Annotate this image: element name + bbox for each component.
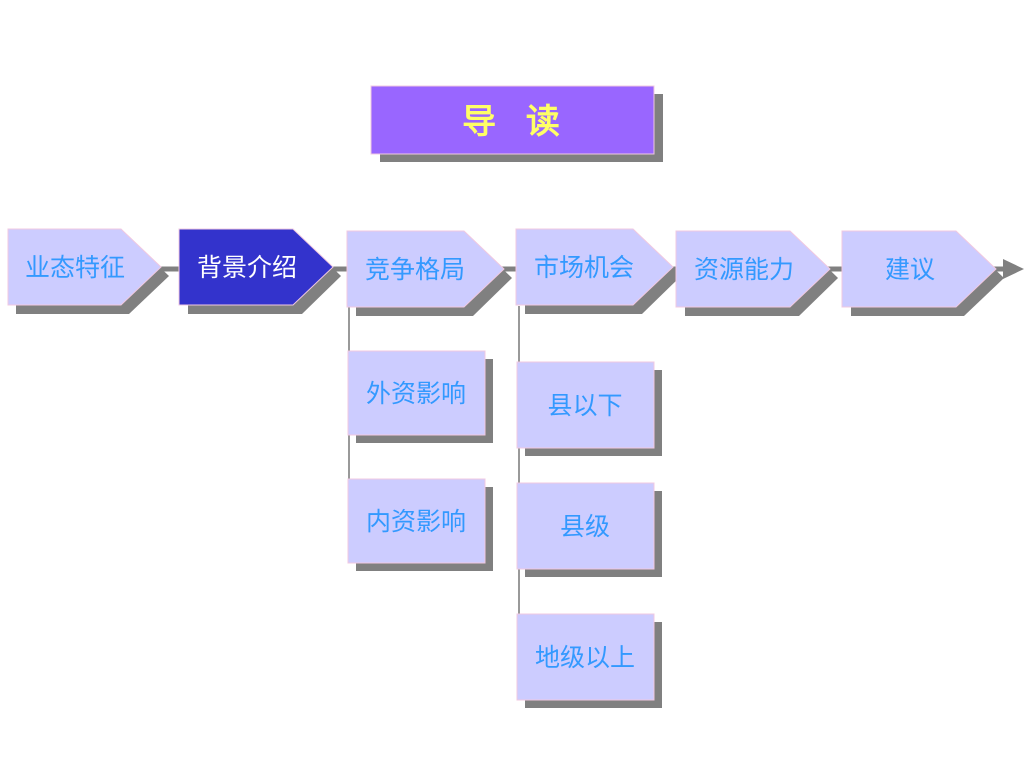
competition-child-2-box [347, 478, 486, 564]
opportunity-child-2: 县级 [516, 482, 662, 577]
opportunity-child-1-label: 县以下 [547, 391, 622, 420]
title-fill [370, 85, 655, 155]
step-6-label: 建议 [885, 255, 935, 284]
step-3-label: 竞争格局 [365, 255, 465, 284]
step-6-shape [841, 230, 997, 308]
step-chevron-2: 背景介绍 [178, 228, 341, 314]
competition-child-2-label: 内资影响 [366, 507, 466, 536]
step-5-label: 资源能力 [694, 255, 794, 284]
step-5-shape [675, 230, 831, 308]
step-2-shape [178, 228, 334, 306]
competition-child-2: 内资影响 [347, 478, 493, 571]
opportunity-child-1-box [516, 361, 655, 449]
opportunity-child-3-label: 地级以上 [535, 643, 635, 672]
opportunity-child-1: 县以下 [516, 361, 662, 456]
opportunity-child-2-label: 县级 [560, 512, 610, 541]
connectors [160, 259, 1024, 660]
opportunity-child-3-box [516, 613, 655, 701]
step-chevron-3: 竞争格局 [346, 230, 512, 316]
step-3-shape [346, 230, 505, 308]
opportunity-child-2-box [516, 482, 655, 570]
step-1-label: 业态特征 [25, 253, 125, 282]
step-4-label: 市场机会 [534, 253, 634, 282]
competition-child-1: 外资影响 [347, 350, 493, 443]
step-chevron-1: 业态特征 [7, 228, 169, 314]
step-1-shape [7, 228, 162, 306]
flow-arrowhead [1003, 259, 1024, 279]
step-chevron-4: 市场机会 [515, 228, 681, 314]
competition-child-1-box [347, 350, 486, 436]
step-4-shape [515, 228, 674, 306]
opportunity-child-3: 地级以上 [516, 613, 662, 708]
step-chevron-5: 资源能力 [675, 230, 838, 316]
title-text: 导 读 [462, 102, 562, 142]
step-2-label: 背景介绍 [197, 253, 297, 282]
title-box: 导 读 [370, 85, 663, 162]
step-chevron-6: 建议 [841, 230, 1004, 316]
competition-child-1-label: 外资影响 [366, 379, 466, 408]
